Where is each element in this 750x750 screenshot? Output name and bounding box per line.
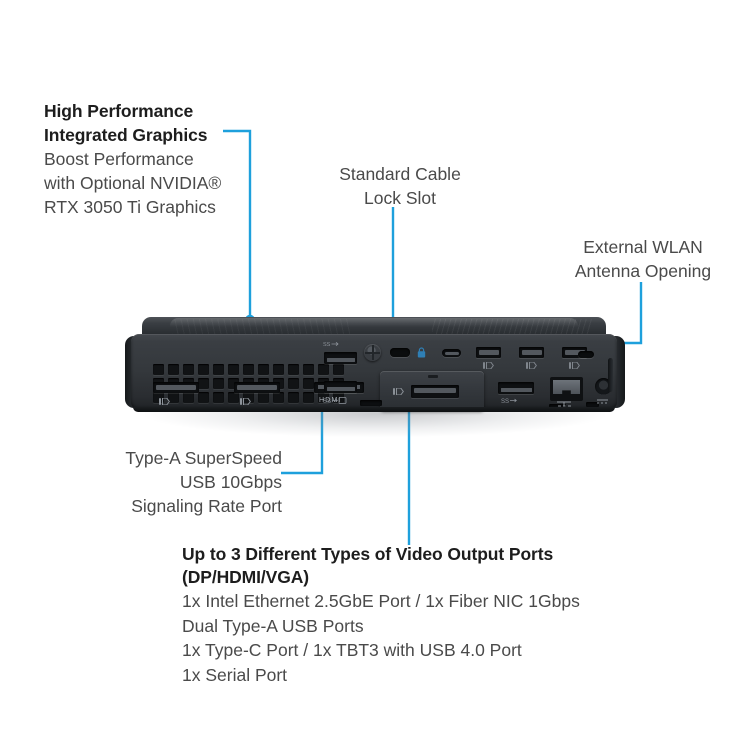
callout-video-body-line4: 1x Serial Port [182, 664, 288, 685]
power-jack [595, 378, 612, 395]
usb-a-port-right [498, 382, 534, 394]
callout-lock-line1: Standard Cable [339, 164, 461, 184]
displayport-icon-mdp1 [483, 362, 494, 369]
wlan-antenna-opening [578, 351, 594, 358]
callout-video-body-line3: 1x Type-C Port / 1x TBT3 with USB 4.0 Po… [182, 640, 522, 660]
callout-integrated-graphics: High Performance Integrated Graphics Boo… [44, 99, 249, 219]
usb-a-port-bottom [324, 381, 357, 393]
callout-graphics-body-line2: with Optional NVIDIA® [44, 173, 222, 193]
mini-displayport-1 [476, 347, 501, 358]
usb-a-port-top [324, 352, 357, 364]
displayport-module [411, 385, 459, 398]
leader-graphics [223, 129, 252, 318]
svg-text:SS: SS [323, 342, 331, 347]
callout-wlan-line1: External WLAN [583, 237, 703, 257]
displayport-icon-mdp2 [526, 362, 537, 369]
callout-usb-line1: Type-A SuperSpeed [125, 448, 282, 468]
vent-row [153, 364, 345, 375]
vent-slot-right [549, 404, 566, 408]
ethernet-icon [555, 401, 571, 408]
svg-text:SS: SS [323, 399, 331, 404]
usb-superspeed-icon-top: SS [323, 341, 339, 348]
callout-usb-line2: USB 10Gbps [179, 472, 282, 492]
drop-shadow [145, 411, 605, 437]
callout-wlan-antenna: External WLAN Antenna Opening [540, 235, 746, 283]
mini-displayport-3 [562, 347, 587, 358]
callout-lock-line2: Lock Slot [364, 188, 436, 208]
product-image: HDMI SS SS SS [125, 310, 625, 440]
displayport-2 [234, 382, 280, 393]
callout-video-title-line2: (DP/HDMI/VGA) [182, 567, 310, 587]
lid-texture-right [432, 319, 592, 337]
side-grip [608, 358, 613, 392]
callout-video-body-line2: Dual Type-A USB Ports [182, 615, 364, 636]
svg-text:SS: SS [501, 399, 509, 404]
lid-texture-left [172, 319, 352, 337]
chassis-top-lid [142, 317, 606, 339]
module-notch [428, 375, 438, 378]
cable-lock-slot [390, 348, 410, 357]
misc-slot [586, 402, 599, 407]
callout-graphics-title-line1: High Performance [44, 101, 194, 121]
mini-displayport-2 [519, 347, 544, 358]
usb-superspeed-icon-right: SS [501, 397, 523, 404]
chassis-base [133, 407, 615, 412]
callout-usb-line3: Signaling Rate Port [131, 496, 282, 516]
displayport-icon-2 [240, 398, 251, 405]
displayport-1 [153, 382, 199, 393]
ethernet-rj45-port [550, 377, 583, 401]
displayport-icon-module [393, 388, 404, 395]
chassis-rear-face: HDMI SS SS SS [131, 334, 617, 411]
callout-wlan-line2: Antenna Opening [574, 261, 712, 281]
dc-power-icon [596, 398, 610, 405]
callout-cable-lock-slot: Standard Cable Lock Slot [300, 162, 500, 210]
callout-graphics-body-line1: Boost Performance [44, 149, 194, 169]
displayport-icon-mdp3 [569, 362, 580, 369]
callout-graphics-body-line3: RTX 3050 Ti Graphics [44, 197, 216, 217]
callout-usb-superspeed: Type-A SuperSpeed USB 10Gbps Signaling R… [60, 446, 282, 518]
vent-row [153, 392, 345, 404]
hdmi-label: HDMI [319, 397, 342, 404]
lock-icon [417, 345, 426, 358]
usb-c-port [442, 349, 461, 357]
thumbscrew [364, 344, 381, 361]
callout-video-body-line1: 1x Intel Ethernet 2.5GbE Port / 1x Fiber… [182, 591, 580, 611]
callout-video-title-line1: Up to 3 Different Types of Video Output … [182, 544, 554, 564]
callout-graphics-title-line2: Integrated Graphics [44, 125, 208, 145]
usb-superspeed-icon-bottom: SS [323, 397, 347, 404]
callout-video-output-ports: Up to 3 Different Types of Video Output … [182, 543, 652, 687]
serial-port-slot [360, 400, 382, 406]
displayport-icon-1 [159, 398, 170, 405]
leader-usb [281, 394, 324, 475]
video-output-module [380, 371, 484, 411]
